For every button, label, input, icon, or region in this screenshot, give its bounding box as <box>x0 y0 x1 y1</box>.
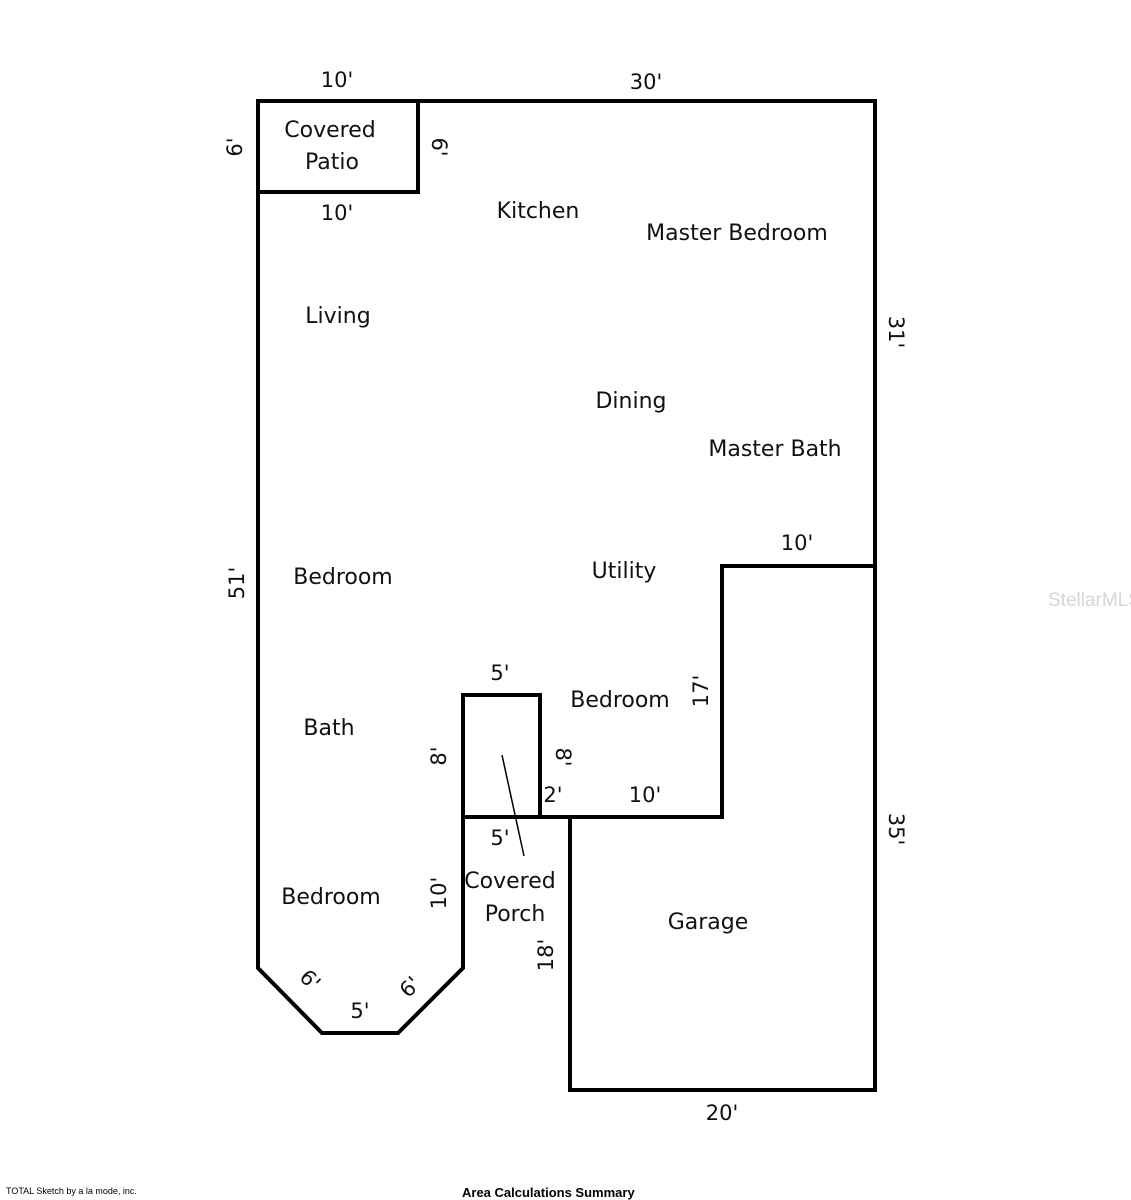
porch-leader-line <box>501 754 525 857</box>
dim-right-lower: 35' <box>884 813 908 846</box>
room-bedroom-center: Bedroom <box>570 688 670 713</box>
dim-patio-bottom: 10' <box>321 201 354 225</box>
covered-patio-outline <box>258 99 420 194</box>
dim-bay-right: 6' <box>395 972 426 1003</box>
dim-top-main: 30' <box>630 70 663 94</box>
room-bedroom-left: Bedroom <box>293 565 393 590</box>
dim-patio-left: 6' <box>223 137 247 156</box>
room-living: Living <box>305 304 370 329</box>
dim-bay-left: 6' <box>295 965 326 996</box>
dim-right-upper: 31' <box>884 316 908 349</box>
dim-utility-step: 17' <box>689 675 713 708</box>
dim-porch-top: 5' <box>490 661 509 685</box>
room-utility: Utility <box>592 559 657 584</box>
room-master-bedroom: Master Bedroom <box>646 221 828 246</box>
dim-step-bottom: 10' <box>629 783 662 807</box>
room-covered-patio-line1: Covered <box>284 118 375 143</box>
room-bath: Bath <box>303 716 354 741</box>
room-covered-patio-line2: Patio <box>305 150 359 175</box>
room-covered-porch-line1: Covered <box>464 869 555 894</box>
dim-patio-right: 6' <box>427 137 451 156</box>
dim-bedroom-right: 10' <box>427 877 451 910</box>
room-garage: Garage <box>668 910 749 935</box>
dim-patio-top: 10' <box>321 68 354 92</box>
porch-outline <box>461 693 542 817</box>
dim-garage-top: 10' <box>781 531 814 555</box>
stellarmls-watermark: StellarMLS <box>1048 590 1131 611</box>
dim-porch-bottom: 5' <box>490 826 509 850</box>
area-summary-title: Area Calculations Summary <box>462 1185 635 1200</box>
dim-bay-bottom: 5' <box>350 999 369 1023</box>
garage-step-wall <box>570 564 875 819</box>
dim-garage-bottom: 20' <box>706 1101 739 1125</box>
dim-porch-step: 2' <box>543 783 562 807</box>
dim-left-main: 51' <box>225 567 249 600</box>
dim-garage-left: 18' <box>534 939 558 972</box>
house-outline <box>256 99 877 1092</box>
room-covered-porch-line2: Porch <box>485 902 546 927</box>
room-bedroom-bottom: Bedroom <box>281 885 381 910</box>
dim-porch-right: 8' <box>551 747 575 766</box>
room-master-bath: Master Bath <box>708 437 841 462</box>
room-kitchen: Kitchen <box>497 199 580 224</box>
software-credit: TOTAL Sketch by a la mode, inc. <box>6 1186 137 1196</box>
room-dining: Dining <box>595 389 666 414</box>
dim-porch-left: 8' <box>427 746 451 765</box>
